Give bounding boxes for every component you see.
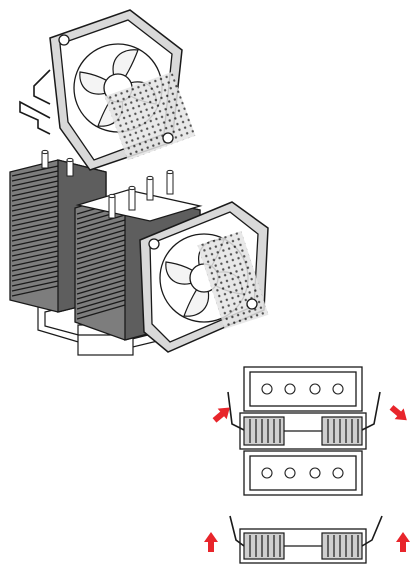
heat-pipe	[108, 195, 116, 219]
fin-line	[11, 240, 59, 252]
lift-arrow-left	[204, 532, 218, 552]
fin-line	[11, 180, 59, 192]
fin-line	[76, 224, 126, 240]
fin-line	[11, 220, 59, 232]
fin-line	[11, 205, 59, 217]
right-clip-wire	[361, 391, 381, 431]
release-arrow-right	[389, 405, 407, 421]
fin-line	[11, 275, 59, 287]
lift-arrow-right	[396, 532, 410, 552]
fin-line	[76, 219, 126, 235]
fin-line	[11, 175, 59, 187]
fin-line	[11, 235, 59, 247]
bracket-hole	[309, 467, 321, 479]
fin-line	[76, 254, 126, 270]
clip-lift-step	[204, 515, 410, 564]
fin-line	[76, 269, 126, 285]
heat-pipe-cap	[166, 169, 174, 175]
upper-fan	[49, 9, 196, 171]
bracket-hole	[284, 383, 296, 395]
fin-line	[76, 294, 126, 310]
bracket-hole	[332, 383, 344, 395]
fin-line	[76, 264, 126, 280]
fin-line	[76, 249, 126, 265]
bracket-hole	[309, 383, 321, 395]
clip-pad-ribs-2	[249, 535, 359, 557]
fin-line	[76, 234, 126, 250]
fin-line	[11, 230, 59, 242]
right-lift-wire	[361, 515, 383, 547]
heat-pipe-cap	[146, 175, 154, 181]
fin-line	[11, 195, 59, 207]
clip-pad-ribs	[249, 419, 359, 443]
fin-line	[11, 225, 59, 237]
fan-clip-bar-step2	[239, 528, 367, 564]
front-heat-pipes	[108, 169, 174, 219]
heat-pipe	[166, 171, 174, 195]
fin-line	[76, 214, 126, 230]
fin-line	[11, 215, 59, 227]
fin-line	[11, 270, 59, 282]
bracket-hole	[284, 467, 296, 479]
lower-fan	[139, 201, 269, 353]
bracket-hole	[332, 467, 344, 479]
heat-pipe-cap	[128, 185, 136, 191]
fin-line	[76, 244, 126, 260]
fan-clip-bar-step1	[239, 412, 367, 450]
upper-clip-bracket	[243, 366, 363, 412]
heat-pipe-cap	[41, 149, 49, 155]
fin-line	[76, 299, 126, 315]
fin-line	[76, 274, 126, 290]
fin-line	[11, 200, 59, 212]
fin-line	[11, 265, 59, 277]
fin-line	[11, 260, 59, 272]
upper-fan-clip	[19, 69, 51, 135]
heat-pipe-cap	[108, 193, 116, 199]
fin-line	[11, 190, 59, 202]
fin-line	[11, 280, 59, 292]
heat-pipe-cap	[66, 157, 74, 163]
fin-line	[11, 165, 59, 177]
fin-line	[11, 250, 59, 262]
lower-clip-bracket	[243, 450, 363, 496]
fin-line	[76, 289, 126, 305]
fin-line	[11, 210, 59, 222]
fin-line	[76, 304, 126, 320]
fin-line	[11, 245, 59, 257]
fin-line	[76, 284, 126, 300]
left-clip-wire	[227, 391, 245, 431]
heat-pipe	[66, 159, 74, 177]
heat-pipe	[41, 151, 49, 169]
fin-line	[11, 285, 59, 297]
fin-line	[76, 239, 126, 255]
lower-bracket-holes	[261, 467, 344, 479]
heat-pipe	[128, 187, 136, 211]
fin-line	[76, 229, 126, 245]
release-arrow-left	[212, 407, 230, 423]
fin-line	[76, 279, 126, 295]
heat-pipe	[146, 177, 154, 201]
fin-line	[76, 259, 126, 275]
bracket-hole	[261, 467, 273, 479]
cooler-assembly	[9, 9, 269, 356]
left-lift-wire	[229, 515, 245, 547]
fin-line	[11, 185, 59, 197]
bracket-hole	[261, 383, 273, 395]
fin-line	[11, 170, 59, 182]
clip-release-step	[212, 366, 407, 496]
upper-bracket-holes	[261, 383, 344, 395]
fin-line	[11, 255, 59, 267]
